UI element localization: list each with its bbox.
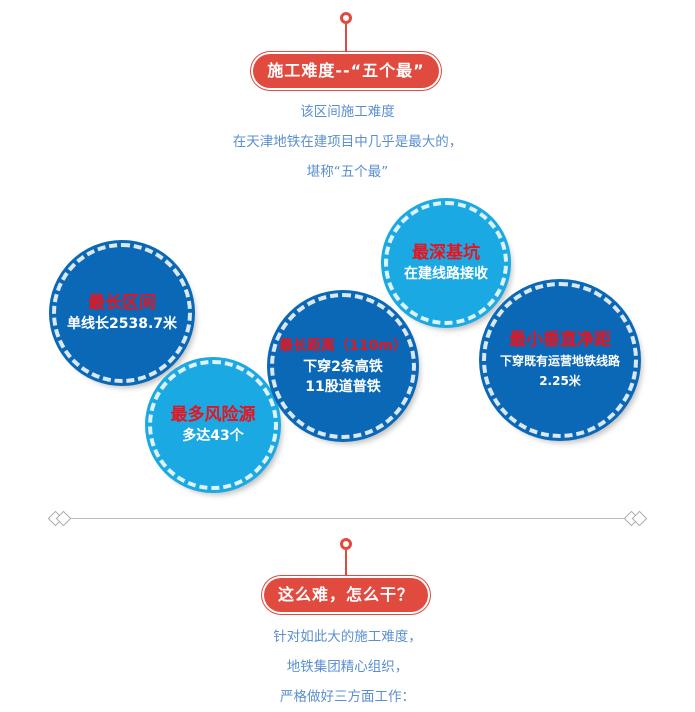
circle-longest-distance: 最长距离（110m） 下穿2条高铁 11股道普铁 [270,293,416,439]
circle-text: 11股道普铁 [305,379,381,395]
circle-title: 最多风险源 [170,405,256,425]
text-line: 针对如此大的施工难度， [273,629,422,645]
circle-title: 最小垂直净距 [509,330,611,350]
text-line: 堪称“五个最” [306,164,389,180]
circle-longest-section: 最长区间 单线长2538.7米 [52,243,192,383]
circle-text: 2.25米 [539,374,581,388]
circle-min-clearance: 最小垂直净距 下穿既有运营地铁线路 2.25米 [482,282,638,438]
section2-badge: 这么难，怎么干？ [264,578,428,612]
circle-text: 下穿2条高铁 [303,359,383,375]
circle-text: 单线长2538.7米 [66,316,178,332]
circle-text: 多达43个 [182,428,244,444]
circle-most-risks: 最多风险源 多达43个 [148,360,278,490]
section2-text: 针对如此大的施工难度， 地铁集团精心组织， 严格做好三方面工作： [0,622,695,712]
text-line: 严格做好三方面工作： [280,689,415,705]
text-line: 地铁集团精心组织， [286,659,409,675]
text-line: 该区间施工难度 [300,104,395,120]
circle-text: 下穿既有运营地铁线路 [499,354,620,368]
circle-title: 最长区间 [88,293,156,313]
circle-deepest-pit: 最深基坑 在建线路接收 [384,201,508,325]
circle-text: 在建线路接收 [404,266,488,282]
connector-line [345,24,347,54]
pin-icon [340,12,352,24]
section1-badge: 施工难度--“五个最” [253,54,439,88]
section1-text: 该区间施工难度 在天津地铁在建项目中几乎是最大的， 堪称“五个最” [0,97,695,187]
circle-title: 最深基坑 [412,243,480,263]
connector-line [345,550,347,578]
circle-title: 最长距离（110m） [279,338,407,354]
divider [58,518,637,519]
pin-icon [340,538,352,550]
text-line: 在天津地铁在建项目中几乎是最大的， [232,134,463,150]
